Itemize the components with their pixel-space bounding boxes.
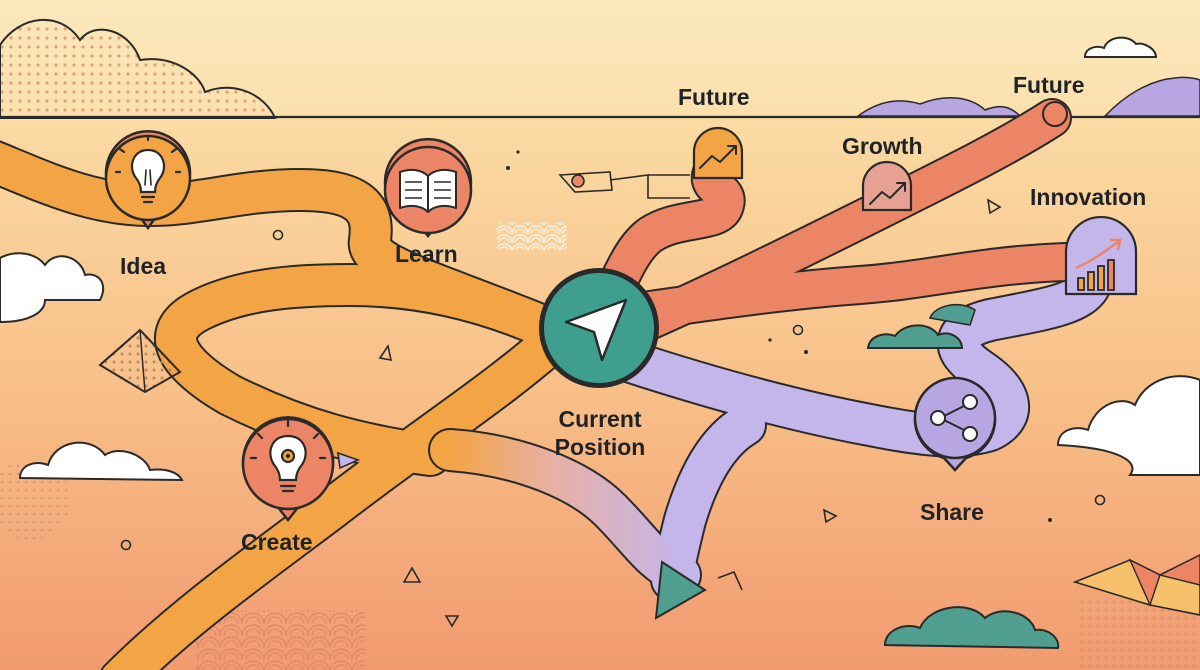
gear-bulb-icon (249, 419, 327, 493)
bar-chart-icon (1075, 238, 1122, 291)
share-icon (930, 394, 978, 442)
innovation-marker (1064, 215, 1138, 296)
decorative-triangles (337, 198, 1002, 628)
dot-patch-left (0, 460, 70, 540)
label-learn: Learn (395, 241, 458, 267)
label-growth: Growth (842, 133, 923, 159)
label-innovation: Innovation (1030, 184, 1147, 210)
label-current-position: Current Position (545, 405, 655, 461)
label-future-right: Future (1013, 72, 1085, 98)
label-current-line1: Current (558, 406, 642, 432)
cloud-top-left (0, 18, 277, 119)
cloud-small-top-right (1083, 36, 1158, 58)
wave-pattern-bottom (196, 610, 366, 670)
decorative-circles (120, 229, 1106, 551)
label-future-top: Future (678, 84, 750, 110)
idea-marker (104, 129, 192, 231)
navigation-arrow-icon (564, 298, 628, 362)
cloud-teal-bottom (883, 606, 1060, 650)
label-idea: Idea (120, 253, 167, 279)
pyramid-icon (98, 328, 182, 394)
origami-shapes (1072, 554, 1200, 616)
trend-up-icon (869, 182, 906, 205)
label-share: Share (920, 499, 984, 525)
current-position-marker (539, 268, 659, 388)
cloud-left (0, 252, 105, 324)
wave-pattern-center (497, 222, 567, 250)
growth-marker (861, 160, 913, 212)
learn-marker (383, 137, 473, 238)
lightbulb-icon (114, 134, 182, 204)
future-marker-top (692, 126, 744, 180)
future-destination-dot (1042, 101, 1068, 127)
trend-up-icon (699, 145, 737, 169)
create-marker (241, 416, 335, 523)
share-marker (913, 376, 997, 472)
cloud-right (1056, 375, 1200, 476)
open-book-icon (399, 168, 457, 213)
teal-triangle (654, 560, 707, 620)
horizon-hills-center (855, 97, 1022, 117)
label-current-line2: Position (554, 434, 646, 460)
tree-bush (866, 324, 964, 349)
cloud-lower-left (18, 441, 184, 482)
label-create: Create (241, 529, 313, 555)
